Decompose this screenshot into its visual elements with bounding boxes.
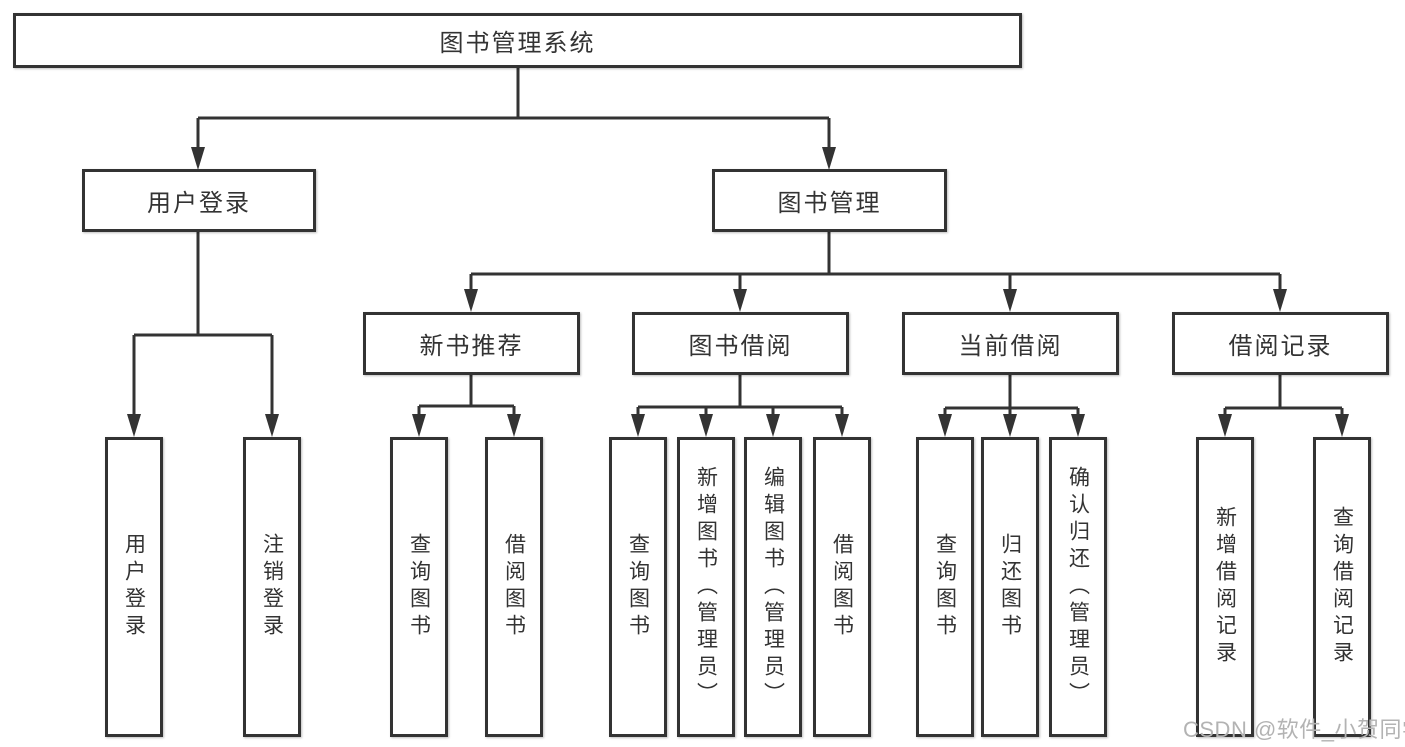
leaf-return-books: 归还图书	[981, 437, 1039, 737]
node-new-book-recommend-label: 新书推荐	[419, 333, 524, 360]
leaf-borrow-books-recommend: 借阅图书	[485, 437, 543, 737]
leaf-add-books-admin: 新增图书（管理员）	[677, 437, 735, 737]
leaf-logout: 注销登录	[243, 437, 301, 737]
node-borrow-records-label: 借阅记录	[1228, 333, 1333, 360]
leaf-confirm-return-admin: 确认归还（管理员）	[1049, 437, 1107, 737]
node-root-system: 图书管理系统	[13, 13, 1022, 68]
node-book-borrow-label: 图书借阅	[688, 333, 793, 360]
leaf-query-books-current-label: 查询图书	[933, 533, 957, 641]
leaf-edit-books-admin: 编辑图书（管理员）	[744, 437, 802, 737]
csdn-watermark: CSDN @软件_小贺同学	[1183, 717, 1405, 742]
leaf-query-books-recommend: 查询图书	[390, 437, 448, 737]
node-current-borrow-label: 当前借阅	[958, 333, 1063, 360]
leaf-query-books-current: 查询图书	[916, 437, 974, 737]
leaf-edit-books-admin-label: 编辑图书（管理员）	[761, 465, 785, 709]
node-book-management: 图书管理	[712, 169, 947, 232]
node-book-borrow: 图书借阅	[632, 312, 849, 375]
leaf-confirm-return-admin-label: 确认归还（管理员）	[1066, 465, 1090, 709]
leaf-logout-label: 注销登录	[260, 533, 284, 641]
connector-shafts	[132, 68, 1344, 416]
leaf-add-borrow-record: 新增借阅记录	[1196, 437, 1254, 737]
leaf-borrow-books-label: 借阅图书	[830, 533, 854, 641]
leaf-user-login: 用户登录	[105, 437, 163, 737]
node-borrow-records: 借阅记录	[1172, 312, 1389, 375]
connector-arrowheads	[127, 147, 1349, 437]
node-user-login-label: 用户登录	[147, 190, 251, 217]
leaf-query-borrow-record: 查询借阅记录	[1313, 437, 1371, 737]
leaf-return-books-label: 归还图书	[998, 533, 1022, 641]
leaf-query-books-borrow: 查询图书	[609, 437, 667, 737]
leaf-add-borrow-record-label: 新增借阅记录	[1213, 506, 1237, 668]
leaf-add-books-admin-label: 新增图书（管理员）	[694, 465, 718, 709]
node-current-borrow: 当前借阅	[902, 312, 1119, 375]
leaf-query-books-recommend-label: 查询图书	[407, 533, 431, 641]
node-new-book-recommend: 新书推荐	[363, 312, 580, 375]
leaf-borrow-books: 借阅图书	[813, 437, 871, 737]
leaf-borrow-books-recommend-label: 借阅图书	[502, 533, 526, 641]
node-book-management-label: 图书管理	[777, 190, 882, 217]
leaf-user-login-label: 用户登录	[122, 533, 146, 641]
node-root-system-label: 图书管理系统	[439, 30, 596, 57]
leaf-query-borrow-record-label: 查询借阅记录	[1330, 506, 1354, 668]
node-user-login: 用户登录	[82, 169, 316, 232]
leaf-query-books-borrow-label: 查询图书	[626, 533, 650, 641]
